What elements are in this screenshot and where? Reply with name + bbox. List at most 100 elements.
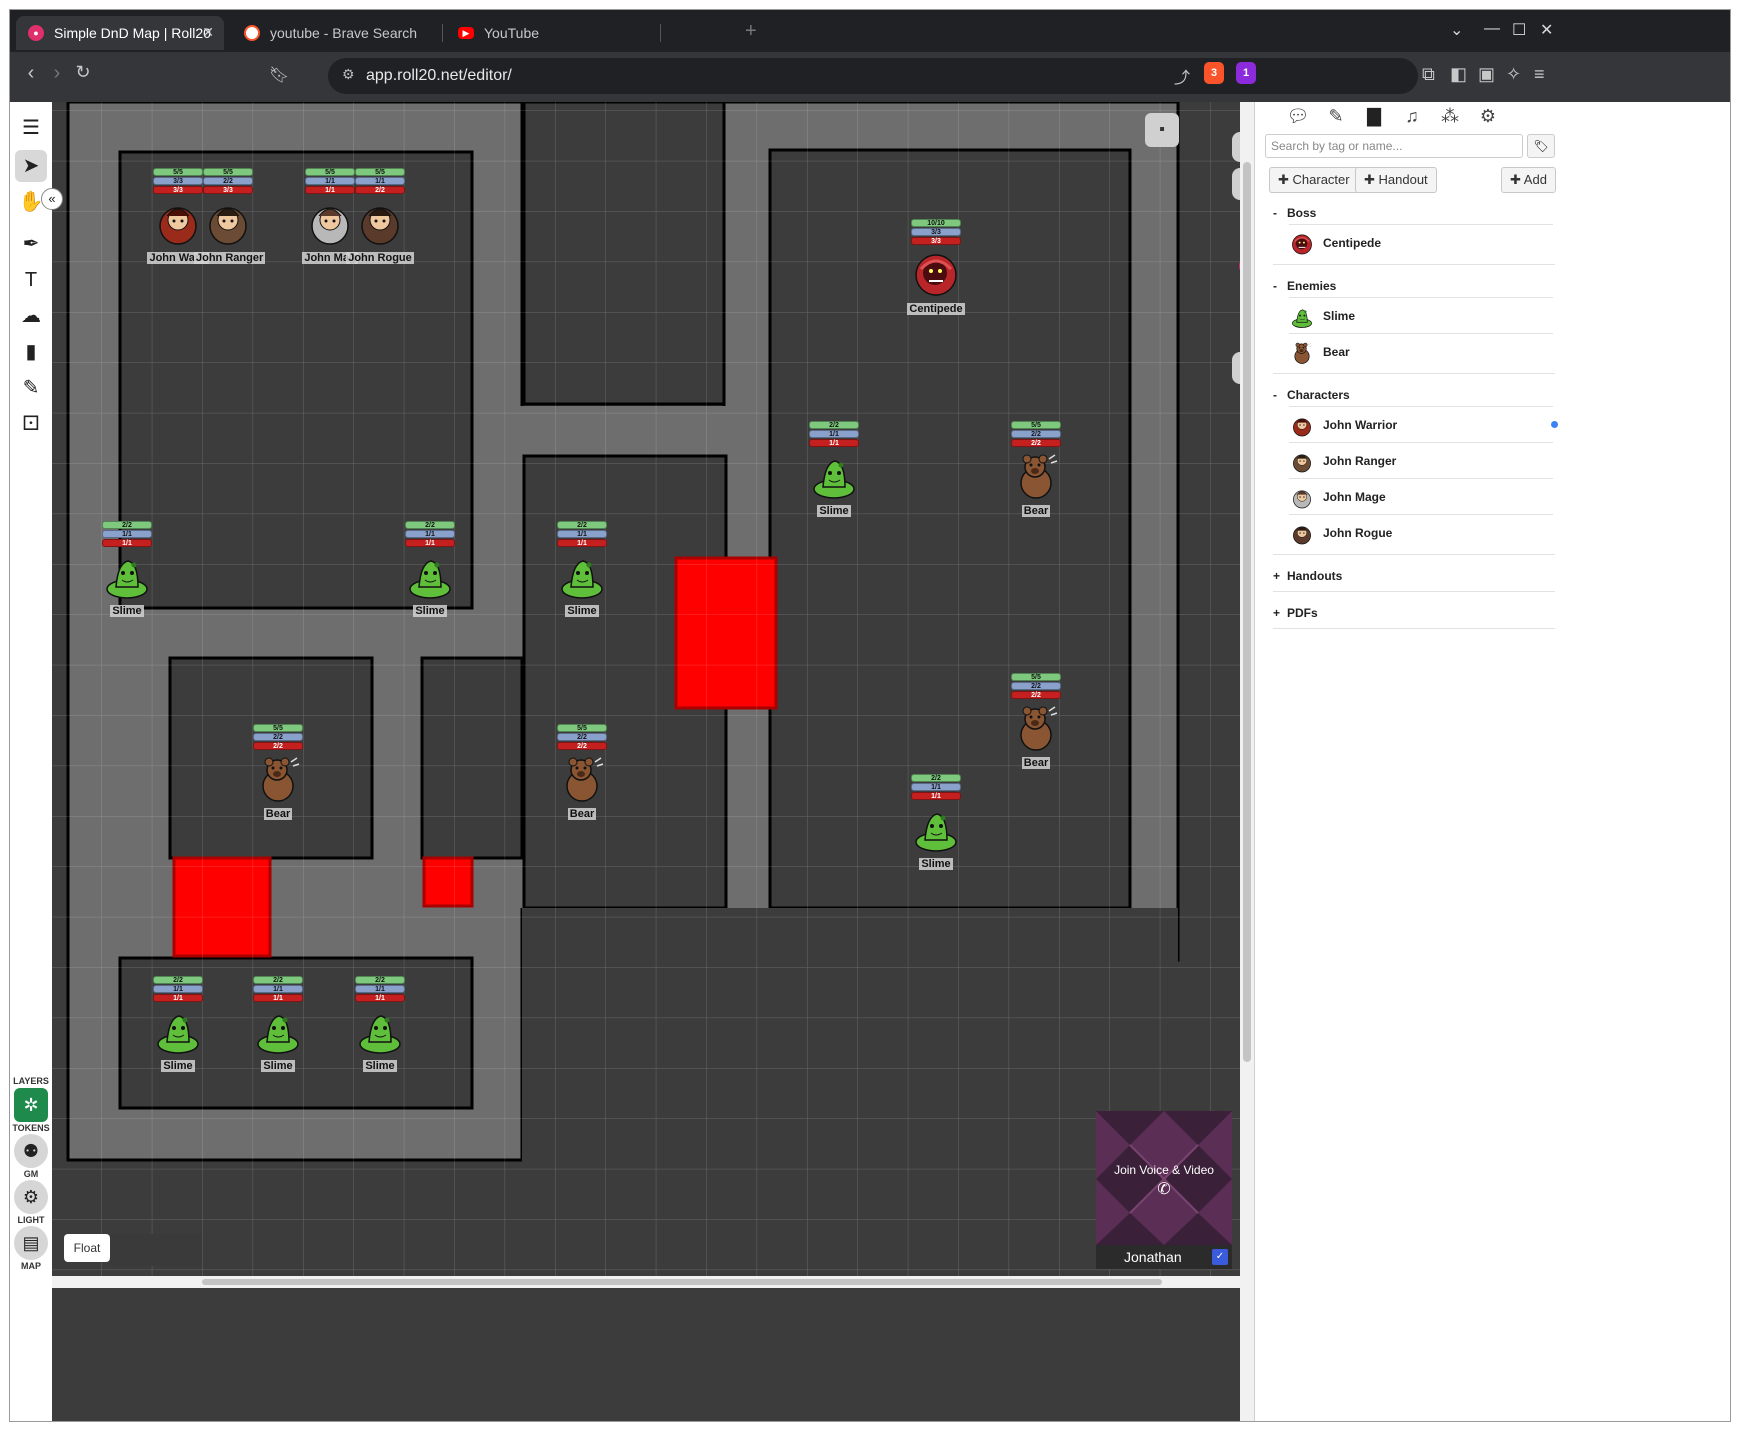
hp-bar[interactable]: 2/2	[911, 774, 961, 782]
hp-bar[interactable]: 5/5	[153, 168, 203, 176]
lighting-layer-button[interactable]: ⚙	[14, 1180, 48, 1214]
tab-brave-search[interactable]: youtube - Brave Search	[232, 16, 432, 50]
bar-3[interactable]: 3/3	[153, 186, 203, 194]
float-button[interactable]: Float	[64, 1234, 110, 1262]
bar-2[interactable]: 1/1	[153, 985, 203, 993]
journal-folder[interactable]: -Enemies	[1273, 279, 1336, 293]
share-icon[interactable]: ⤴	[1174, 70, 1191, 87]
dungeon-map[interactable]	[52, 102, 1240, 1282]
tab-roll20[interactable]: ● Simple DnD Map | Roll20 ✕	[16, 16, 224, 50]
new-tab-icon[interactable]: +	[745, 20, 757, 42]
bar-2[interactable]: 1/1	[305, 177, 355, 185]
brave-rewards-icon[interactable]: 1	[1236, 62, 1256, 84]
extensions-icon[interactable]: ⧉	[1422, 64, 1435, 84]
maximize-icon[interactable]: ☐	[1512, 22, 1527, 39]
bar-2[interactable]: 2/2	[1011, 682, 1061, 690]
bar-3[interactable]: 1/1	[405, 539, 455, 547]
menu-hamburger-icon[interactable]: ☰	[22, 117, 40, 139]
slime-token-image[interactable]	[559, 553, 605, 599]
bar-2[interactable]: 3/3	[911, 228, 961, 236]
close-tab-icon[interactable]: ✕	[202, 24, 214, 40]
journal-entry[interactable]: John Warrior	[1289, 406, 1553, 442]
tab-search-chevron-icon[interactable]: ⌄	[1450, 22, 1464, 39]
journal-entry[interactable]: Slime	[1289, 297, 1553, 333]
journal-folder[interactable]: -Boss	[1273, 206, 1316, 220]
journal-tab-icon[interactable]: ▇	[1367, 106, 1381, 126]
bar-2[interactable]: 1/1	[355, 177, 405, 185]
add-handout-button[interactable]: ✚ Handout	[1355, 167, 1437, 193]
hp-bar[interactable]: 2/2	[809, 421, 859, 429]
journal-entry[interactable]: Bear	[1289, 333, 1553, 369]
slime-token-image[interactable]	[913, 806, 959, 852]
hp-bar[interactable]: 10/10	[911, 219, 961, 227]
bear-token-image[interactable]	[1013, 453, 1059, 499]
chat-tab-icon[interactable]: 💬︎	[1286, 106, 1310, 126]
journal-entry[interactable]: John Rogue	[1289, 514, 1553, 550]
bar-3[interactable]: 2/2	[253, 742, 303, 750]
collapse-icon[interactable]: -	[1273, 206, 1277, 220]
art-library-tab-icon[interactable]: ✎	[1328, 106, 1344, 126]
bar-3[interactable]: 2/2	[1011, 691, 1061, 699]
gm-layer-button[interactable]: ⚉	[14, 1134, 48, 1168]
bar-3[interactable]: 1/1	[102, 539, 152, 547]
journal-entry[interactable]: Centipede	[1289, 224, 1553, 260]
bar-2[interactable]: 1/1	[253, 985, 303, 993]
tokens-layer-button[interactable]: ✲	[14, 1088, 48, 1122]
collapse-icon[interactable]: -	[1273, 279, 1277, 293]
slime-token-image[interactable]	[357, 1008, 403, 1054]
mage-token-image[interactable]	[307, 200, 353, 246]
horizontal-scrollbar[interactable]	[52, 1276, 1240, 1288]
hp-bar[interactable]: 2/2	[153, 976, 203, 984]
hp-bar[interactable]: 5/5	[203, 168, 253, 176]
phone-icon[interactable]: ✆	[1157, 1181, 1171, 1198]
journal-folder[interactable]: +Handouts	[1273, 569, 1342, 583]
bar-3[interactable]: 3/3	[203, 186, 253, 194]
hp-bar[interactable]: 2/2	[102, 521, 152, 529]
slime-token-image[interactable]	[104, 553, 150, 599]
hp-bar[interactable]: 5/5	[355, 168, 405, 176]
rogue-token-image[interactable]	[357, 200, 403, 246]
jukebox-tab-icon[interactable]: ♫	[1405, 106, 1419, 126]
minimize-icon[interactable]: —	[1484, 20, 1500, 37]
text-tool-icon[interactable]: T	[24, 269, 38, 291]
hp-bar[interactable]: 5/5	[253, 724, 303, 732]
archive-box-icon[interactable]: ▪	[1145, 113, 1179, 147]
back-icon[interactable]: ‹	[27, 62, 35, 84]
bar-3[interactable]: 3/3	[911, 237, 961, 245]
journal-entry[interactable]: John Ranger	[1289, 442, 1553, 478]
bar-3[interactable]: 1/1	[253, 994, 303, 1002]
add-character-button[interactable]: ✚ Character	[1269, 167, 1359, 193]
hp-bar[interactable]: 2/2	[557, 521, 607, 529]
bookmark-icon[interactable]: 🔖︎	[268, 67, 290, 84]
ranger-token-image[interactable]	[205, 200, 251, 246]
bear-token-image[interactable]	[559, 756, 605, 802]
draw-pen-tool-icon[interactable]: ✒	[22, 233, 40, 255]
slime-token-image[interactable]	[155, 1008, 201, 1054]
expand-icon[interactable]: +	[1273, 606, 1281, 620]
add-folder-button[interactable]: ✚ Add	[1501, 167, 1556, 193]
bar-3[interactable]: 1/1	[153, 994, 203, 1002]
reload-icon[interactable]: ↻	[75, 62, 91, 82]
hp-bar[interactable]: 2/2	[405, 521, 455, 529]
map-layer-button[interactable]: ▤	[14, 1226, 48, 1260]
menu-icon[interactable]: ≡	[1534, 64, 1545, 84]
bar-3[interactable]: 1/1	[809, 439, 859, 447]
collapse-icon[interactable]: -	[1273, 388, 1277, 402]
bar-2[interactable]: 1/1	[102, 530, 152, 538]
pan-hand-tool-icon[interactable]: ✋	[18, 191, 44, 213]
hp-bar[interactable]: 5/5	[305, 168, 355, 176]
player-color-checkbox[interactable]: ✓	[1212, 1249, 1228, 1265]
bar-2[interactable]: 1/1	[405, 530, 455, 538]
bar-2[interactable]: 3/3	[153, 177, 203, 185]
collapse-toolbar-icon[interactable]: «	[41, 188, 63, 210]
bar-2[interactable]: 1/1	[809, 430, 859, 438]
bear-token-image[interactable]	[255, 756, 301, 802]
brave-shields-icon[interactable]: 3	[1204, 62, 1224, 84]
journal-folder[interactable]: -Characters	[1273, 388, 1350, 402]
forward-icon[interactable]: ›	[53, 62, 61, 84]
slime-token-image[interactable]	[407, 553, 453, 599]
notes-tool-icon[interactable]: ✎	[22, 377, 40, 399]
bar-3[interactable]: 2/2	[557, 742, 607, 750]
centipede-token-image[interactable]	[913, 251, 959, 297]
